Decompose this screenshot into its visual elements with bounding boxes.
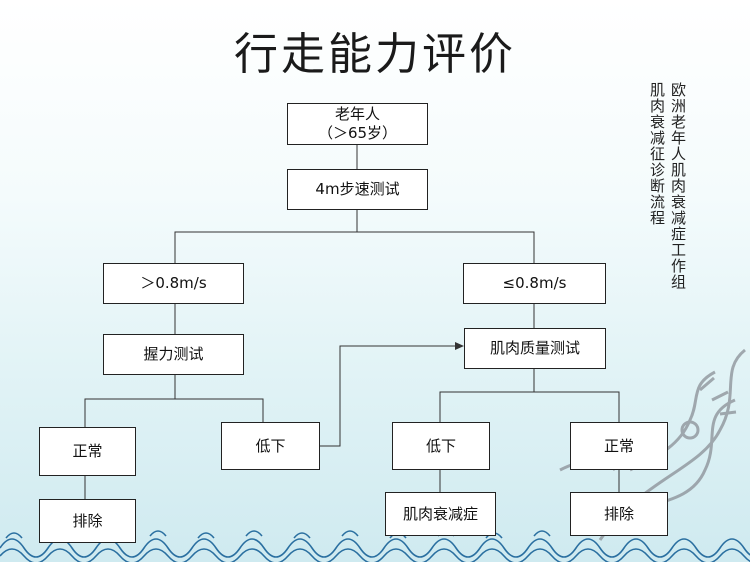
- node-exclude-right: 排除: [570, 492, 668, 536]
- node-slow: ≤0.8m/s: [463, 263, 606, 304]
- node-mass-normal: 正常: [570, 422, 668, 470]
- node-sarcopenia: 肌肉衰减症: [385, 492, 496, 536]
- node-elderly-line2: （＞65岁）: [317, 124, 398, 142]
- node-muscle-mass-test: 肌肉质量测试: [464, 328, 606, 369]
- node-elderly: 老年人 （＞65岁）: [287, 103, 428, 145]
- side-note-col1: 欧洲老年人肌肉衰减症工作组: [669, 82, 687, 290]
- connector-gait-slow: [357, 231, 535, 263]
- connector-grip-low-to-mass: [320, 345, 458, 447]
- node-mass-low: 低下: [392, 422, 490, 470]
- connector-grip-low: [175, 398, 264, 422]
- connector-mass-normal: [534, 391, 620, 422]
- node-grip-normal: 正常: [39, 427, 136, 476]
- connector-mass-low: [439, 369, 535, 422]
- arrowhead-icon: [455, 342, 464, 350]
- node-grip-low: 低下: [221, 422, 320, 470]
- connector-gait-fast: [174, 210, 358, 263]
- slide-title: 行走能力评价: [234, 29, 516, 80]
- node-grip-test: 握力测试: [103, 334, 244, 375]
- node-elderly-line1: 老年人: [334, 105, 380, 124]
- side-note-col2: 肌肉衰减征诊断流程: [648, 82, 666, 226]
- node-gait-speed-test: 4m步速测试: [287, 169, 428, 210]
- node-exclude-left: 排除: [39, 499, 136, 543]
- connector-grip-normal: [84, 375, 176, 427]
- node-fast: ＞0.8m/s: [103, 263, 244, 304]
